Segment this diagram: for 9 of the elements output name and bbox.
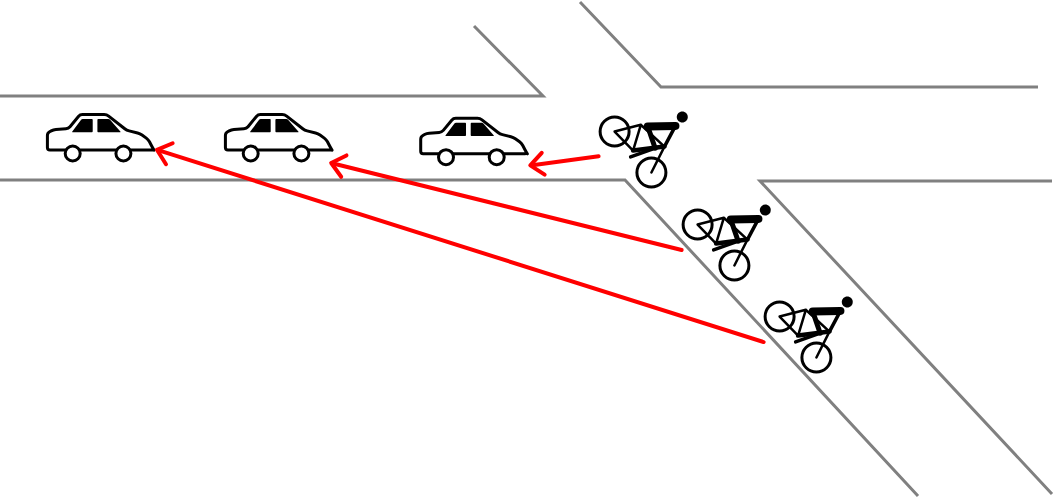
arrow	[528, 150, 601, 177]
car	[45, 113, 156, 163]
cyclist	[681, 204, 771, 282]
arrow	[154, 141, 766, 345]
cyclist	[763, 296, 853, 374]
car	[223, 113, 334, 163]
arrow	[329, 153, 684, 253]
car	[419, 116, 529, 167]
cyclist	[598, 111, 688, 189]
